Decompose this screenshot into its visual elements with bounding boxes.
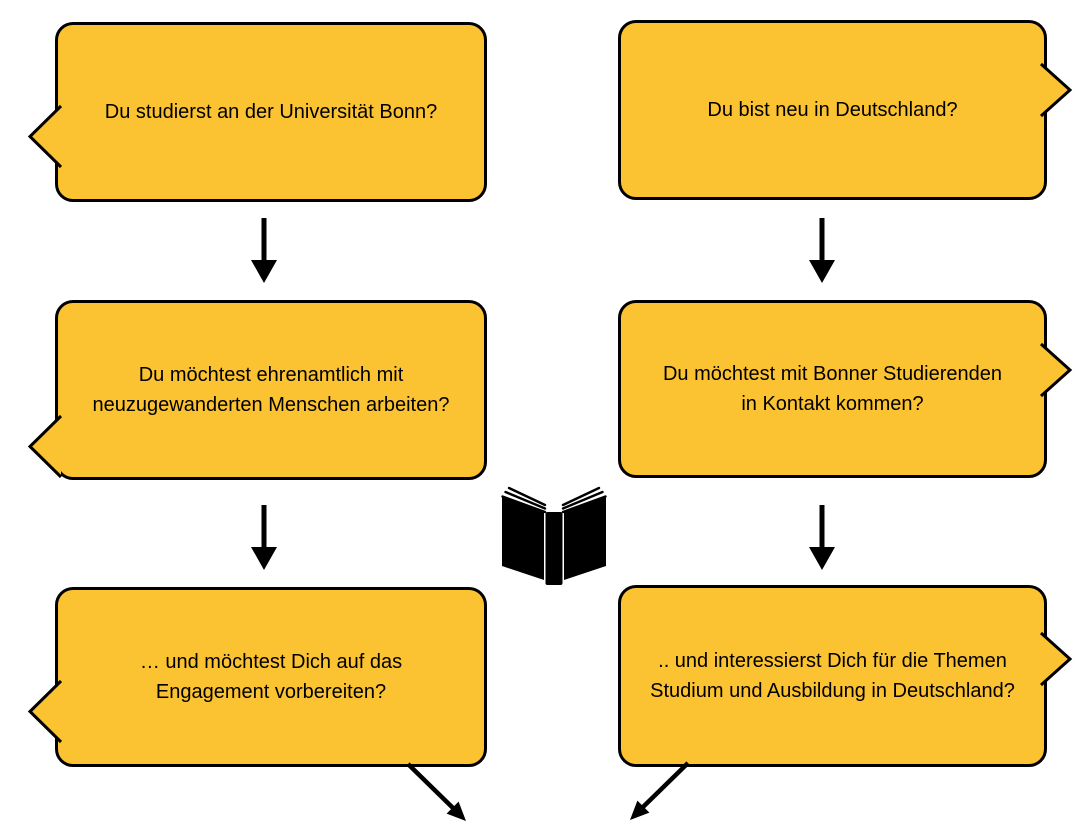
speech-tail-right-icon bbox=[1039, 62, 1073, 118]
bubble-text: Du möchtest mit Bonner Studierenden in K… bbox=[635, 359, 1030, 419]
speech-bubble-right-3: .. und interessierst Dich für die Themen… bbox=[618, 585, 1073, 767]
arrow-down-icon bbox=[809, 505, 835, 570]
speech-tail-right-icon bbox=[1039, 631, 1073, 687]
arrow-diagonal-down-left-icon bbox=[630, 761, 690, 820]
bubble-text-line: neuzugewanderten Menschen arbeiten? bbox=[92, 394, 450, 416]
bubble-text-line: in Kontakt kommen? bbox=[741, 393, 924, 415]
speech-bubble-left-1: Du studierst an der Universität Bonn? bbox=[27, 22, 487, 202]
speech-tail-left-icon bbox=[27, 414, 63, 479]
bubble-text: .. und interessierst Dich für die Themen… bbox=[622, 646, 1043, 706]
arrow-diagonal-down-right-icon bbox=[406, 762, 466, 821]
speech-bubble-right-2: Du möchtest mit Bonner Studierenden in K… bbox=[618, 300, 1073, 478]
speech-bubble-left-3: … und möchtest Dich auf das Engagement v… bbox=[27, 587, 487, 767]
open-book-icon bbox=[501, 486, 607, 585]
bubble-text-line: Du bist neu in Deutschland? bbox=[707, 99, 958, 121]
bubble-text-line: Engagement vorbereiten? bbox=[155, 681, 387, 703]
bubble-text-line: .. und interessierst Dich für die Themen bbox=[658, 650, 1007, 672]
bubble-text-line: … und möchtest Dich auf das bbox=[139, 651, 403, 673]
bubble-text: Du bist neu in Deutschland? bbox=[679, 95, 985, 125]
speech-tail-right-icon bbox=[1039, 342, 1073, 398]
speech-tail-left-icon bbox=[27, 679, 63, 744]
bubble-text-line: Du studierst an der Universität Bonn? bbox=[104, 101, 438, 123]
arrow-down-icon bbox=[251, 218, 277, 283]
arrow-down-icon bbox=[809, 218, 835, 283]
bubble-text-line: Du möchtest mit Bonner Studierenden bbox=[662, 363, 1003, 385]
speech-bubble-right-1: Du bist neu in Deutschland? bbox=[618, 20, 1073, 200]
bubble-text: … und möchtest Dich auf das Engagement v… bbox=[112, 647, 430, 707]
bubble-text-line: Du möchtest ehrenamtlich mit bbox=[138, 364, 404, 386]
bubble-text: Du studierst an der Universität Bonn? bbox=[77, 97, 465, 127]
speech-tail-left-icon bbox=[27, 104, 63, 169]
bubble-text-line: Studium und Ausbildung in Deutschland? bbox=[650, 680, 1015, 702]
bubble-text: Du möchtest ehrenamtlich mit neuzugewand… bbox=[65, 360, 478, 420]
arrow-down-icon bbox=[251, 505, 277, 570]
speech-bubble-left-2: Du möchtest ehrenamtlich mit neuzugewand… bbox=[27, 300, 487, 480]
